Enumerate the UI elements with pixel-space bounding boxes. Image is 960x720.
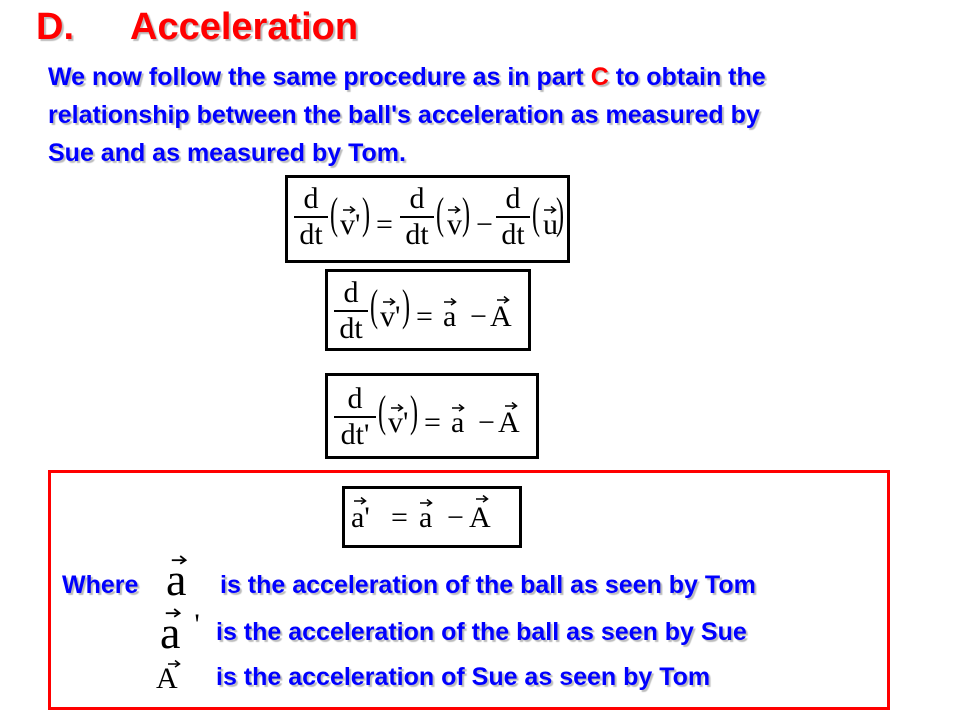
v-prime: v' bbox=[388, 406, 409, 439]
a: a bbox=[419, 501, 433, 534]
section-title: Acceleration bbox=[130, 6, 359, 48]
u: u bbox=[543, 208, 558, 241]
intro-line-3: Sue and as measured by Tom. bbox=[48, 139, 406, 167]
minus-sign: − bbox=[470, 300, 487, 333]
intro-line-2: relationship between the ball's accelera… bbox=[48, 101, 760, 129]
equals-sign: = bbox=[416, 300, 433, 333]
minus-sign: − bbox=[478, 406, 495, 439]
section-letter: D. bbox=[36, 6, 74, 48]
definition-a-prime: is the acceleration of the ball as seen … bbox=[216, 618, 747, 646]
equals-sign: = bbox=[424, 406, 441, 439]
v-prime: v' bbox=[340, 208, 361, 241]
symbol-a-prime: a' bbox=[160, 607, 200, 658]
a-prime: a' bbox=[351, 501, 370, 534]
minus-sign: − bbox=[447, 501, 464, 534]
v: v bbox=[447, 208, 462, 241]
v-prime: v' bbox=[380, 300, 401, 333]
equals-sign: = bbox=[376, 208, 393, 241]
A: A bbox=[498, 406, 520, 439]
symbol-a: a bbox=[166, 554, 187, 605]
equation-relative-acceleration: a' = a − A bbox=[342, 486, 522, 548]
definition-a: is the acceleration of the ball as seen … bbox=[220, 571, 756, 599]
symbol-A: A bbox=[156, 662, 178, 695]
minus-sign: − bbox=[476, 208, 493, 241]
equals-sign: = bbox=[391, 501, 408, 534]
definition-A: is the acceleration of Sue as seen by To… bbox=[216, 663, 711, 691]
a: a bbox=[443, 300, 457, 333]
a: a bbox=[451, 406, 465, 439]
A: A bbox=[490, 300, 512, 333]
A: A bbox=[469, 501, 491, 534]
intro-line-1: We now follow the same procedure as in p… bbox=[48, 63, 766, 91]
definitions-box bbox=[48, 470, 890, 710]
where-label: Where bbox=[62, 571, 139, 599]
part-reference: C bbox=[590, 63, 609, 91]
